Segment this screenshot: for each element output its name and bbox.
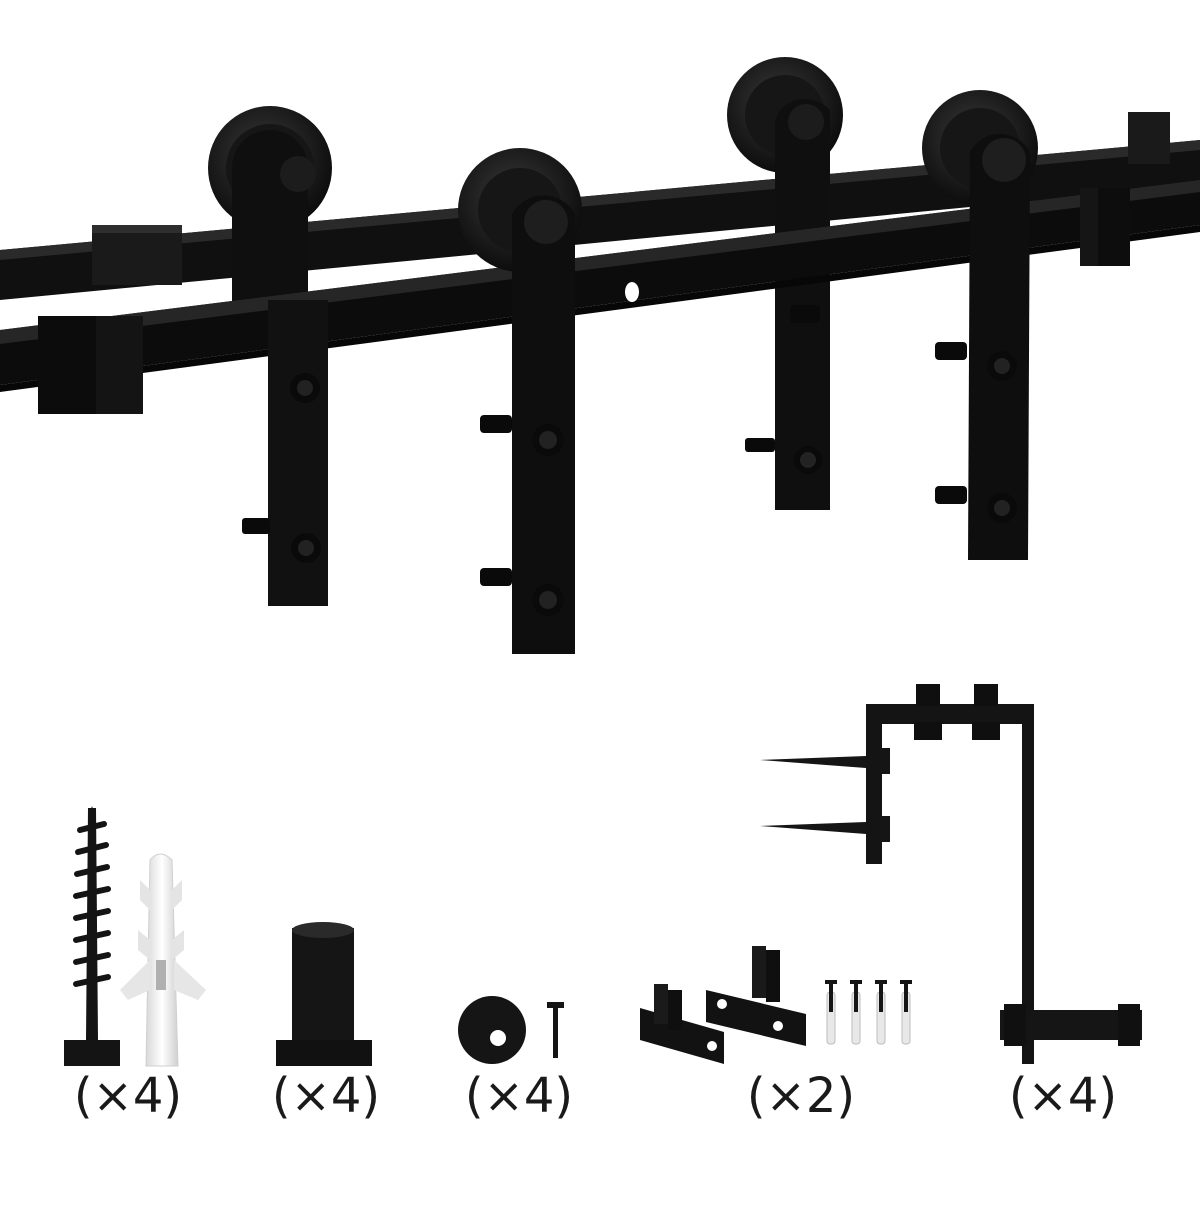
front-rail-spacer-right	[1080, 188, 1130, 266]
quantity-label-floor-guide: (×2)	[746, 1068, 856, 1124]
spacer-icon	[276, 922, 372, 1066]
hanger-back-left	[208, 106, 332, 310]
hanger-front-center	[458, 148, 582, 655]
wall-anchor-icon	[120, 853, 206, 1067]
mini-screws-icon	[825, 980, 912, 1045]
hanger-front-right	[922, 90, 1038, 561]
back-rail-spacer-right	[1128, 112, 1170, 164]
lag-screw-icon	[64, 806, 120, 1066]
end-stop-disc-icon	[458, 996, 526, 1064]
double-rail-bracket-icon	[760, 684, 1142, 1064]
quantity-label-lag-screw: (×4)	[73, 1068, 183, 1124]
hanger-front-left	[242, 300, 328, 606]
floor-guide-icon-2	[706, 946, 806, 1046]
small-screw-icon	[547, 1002, 564, 1058]
floor-guide-icon	[640, 984, 724, 1064]
quantity-label-end-stop: (×4)	[464, 1068, 574, 1124]
back-rail-spacer-left	[92, 225, 182, 285]
hanger-back-right	[727, 57, 843, 511]
quantity-label-bracket: (×4)	[1008, 1068, 1118, 1124]
quantity-label-spacer: (×4)	[271, 1068, 381, 1124]
front-rail-spacer-left	[38, 316, 143, 414]
